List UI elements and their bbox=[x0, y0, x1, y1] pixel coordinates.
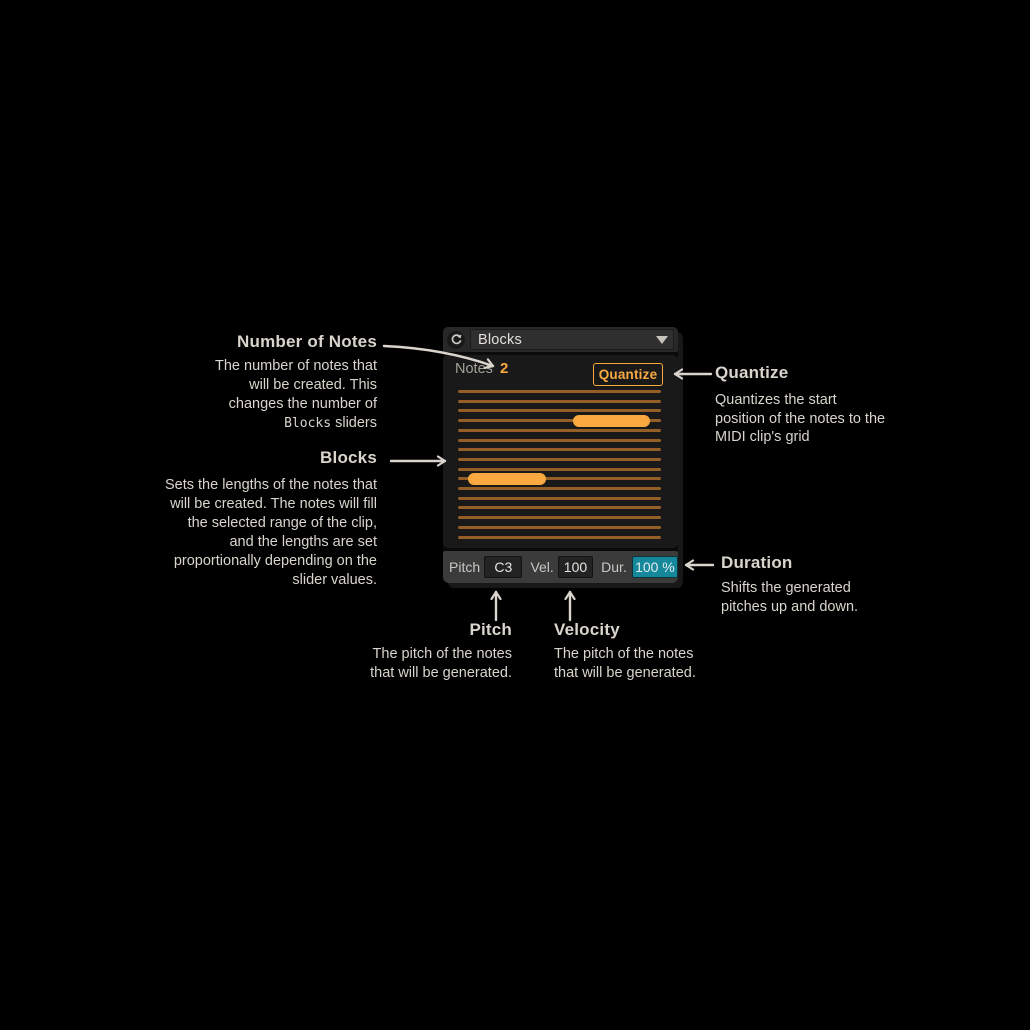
hot-swap-glyph bbox=[451, 334, 461, 345]
device-header: Blocks bbox=[443, 327, 678, 352]
annotation-blocks: Blocks Sets the lengths of the notes tha… bbox=[165, 449, 377, 590]
slider-line bbox=[458, 428, 661, 432]
velocity-label: Vel. bbox=[530, 559, 554, 575]
duration-label: Dur. bbox=[601, 559, 627, 575]
annotation-velocity: Velocity The pitch of the notes that wil… bbox=[554, 621, 696, 683]
slider-line bbox=[458, 467, 661, 471]
annotation-number-of-notes: Number of Notes The number of notes that… bbox=[215, 333, 377, 433]
annotation-body: The pitch of the notes that will be gene… bbox=[370, 646, 512, 681]
annotation-title: Pitch bbox=[469, 620, 512, 639]
pitch-value-box[interactable]: C3 bbox=[484, 556, 523, 578]
device-body: Notes 2 Quantize bbox=[443, 355, 678, 548]
device-footer: Pitch C3 Vel. 100 Dur. 100 % bbox=[443, 551, 678, 583]
slider-line bbox=[458, 535, 661, 539]
blocks-device-panel: Blocks Notes 2 Quantize Pitch C3 Vel. 10… bbox=[443, 327, 678, 583]
annotation-title: Duration bbox=[721, 553, 793, 572]
chevron-down-icon bbox=[656, 335, 668, 344]
quantize-button[interactable]: Quantize bbox=[593, 363, 663, 386]
notes-value[interactable]: 2 bbox=[500, 360, 509, 377]
slider-line bbox=[458, 487, 661, 490]
slider-line bbox=[458, 516, 661, 520]
annotation-duration: Duration Shifts the generated pitches up… bbox=[721, 554, 858, 616]
annotation-body: Quantizes the start position of the note… bbox=[715, 392, 886, 445]
annotation-body: Sets the lengths of the notes that will … bbox=[164, 477, 377, 588]
slider-line bbox=[458, 457, 661, 461]
device-title-dropdown[interactable]: Blocks bbox=[470, 329, 674, 350]
notes-label: Notes bbox=[455, 361, 493, 377]
annotation-title: Velocity bbox=[554, 620, 620, 639]
slider-bar[interactable] bbox=[573, 414, 650, 427]
slider-line bbox=[458, 438, 661, 442]
pitch-label: Pitch bbox=[449, 559, 481, 575]
slider-line bbox=[458, 409, 661, 413]
slider-line bbox=[458, 496, 661, 500]
mono-blocks-word: Blocks bbox=[284, 416, 332, 431]
annotation-quantize: Quantize Quantizes the start position of… bbox=[715, 364, 885, 447]
annotation-body: The pitch of the notes that will be gene… bbox=[554, 646, 696, 681]
annotation-body: Shifts the generated pitches up and down… bbox=[721, 580, 859, 615]
slider-line bbox=[458, 390, 661, 393]
slider-line bbox=[458, 525, 661, 529]
duration-value-box[interactable]: 100 % bbox=[631, 556, 678, 578]
annotation-body: The number of notes that will be created… bbox=[214, 358, 377, 431]
hot-swap-icon[interactable] bbox=[447, 330, 465, 349]
annotation-pitch: Pitch The pitch of the notes that will b… bbox=[370, 621, 512, 683]
device-title: Blocks bbox=[478, 331, 522, 348]
slider-line bbox=[458, 448, 661, 452]
velocity-value-box[interactable]: 100 bbox=[557, 556, 594, 578]
annotation-title: Number of Notes bbox=[237, 332, 377, 351]
slider-line bbox=[458, 477, 661, 481]
annotation-title: Quantize bbox=[715, 363, 789, 382]
slider-line bbox=[458, 419, 661, 423]
slider-line bbox=[458, 399, 661, 403]
slider-line bbox=[458, 506, 661, 510]
blocks-sliders bbox=[458, 390, 661, 540]
slider-bar[interactable] bbox=[468, 472, 546, 485]
annotation-title: Blocks bbox=[320, 448, 377, 467]
